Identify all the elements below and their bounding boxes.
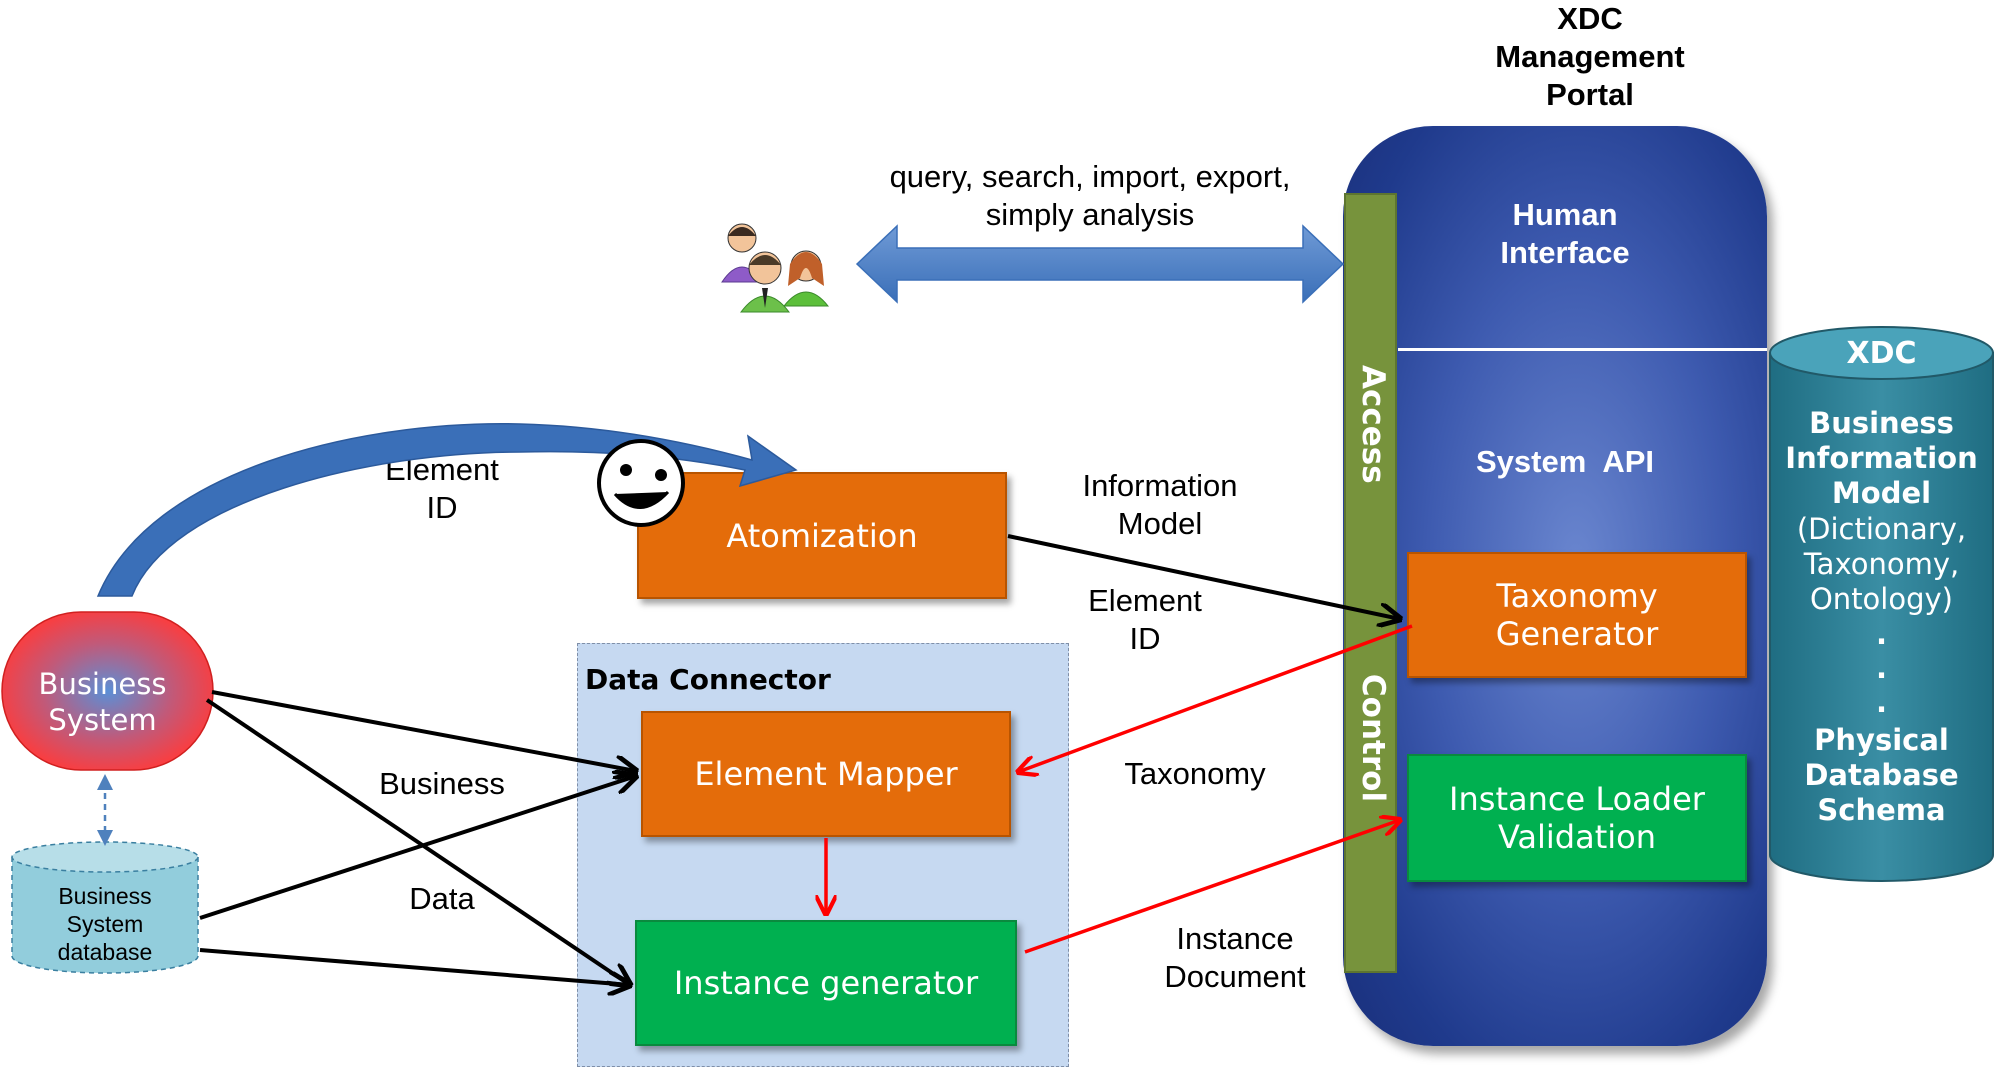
- instance-generator-box: Instance generator: [635, 920, 1017, 1046]
- data-connector-title: Data Connector: [585, 663, 831, 696]
- instance-document-label: Instance Document: [1164, 921, 1306, 994]
- db-to-mapper-arrow: [199, 776, 636, 920]
- xdc-store-model-detail: (Dictionary, Taxonomy, Ontology): [1796, 512, 1967, 616]
- system-database-link-head-bottom: [97, 830, 113, 846]
- taxonomy-to-mapper-arrow: [1018, 624, 1413, 772]
- generator-to-loader-arrow: [1024, 820, 1400, 954]
- human-interface-label: Human Interface: [1500, 197, 1630, 270]
- element-mapper-box: Element Mapper: [641, 711, 1011, 837]
- xdc-database-cylinder: [1769, 326, 1994, 882]
- information-model-label: Information Model: [1082, 468, 1238, 541]
- system-to-mapper-arrow: [211, 690, 636, 771]
- system-database-link-head-top: [97, 774, 113, 790]
- business-system-database-label: Business System database: [57, 883, 153, 965]
- taxonomy-label: Taxonomy: [1124, 756, 1266, 791]
- xdc-store-dots: . . .: [1875, 617, 1888, 719]
- xdc-store-model: Business Information Model: [1785, 406, 1978, 510]
- atomization-box: Atomization: [637, 472, 1007, 599]
- business-label: Business: [379, 766, 505, 801]
- xdc-store-schema: Physical Database Schema: [1804, 723, 1959, 827]
- users-arrow-label: query, search, import, export, simply an…: [889, 159, 1291, 232]
- smiley-icon: [597, 439, 685, 527]
- portal-divider: [1398, 348, 1767, 351]
- portal-title: XDC Management Portal: [1495, 1, 1685, 112]
- access-control-bar: [1344, 193, 1397, 973]
- data-label: Data: [409, 881, 475, 916]
- users-portal-double-arrow: [855, 224, 1345, 304]
- business-system-label: Business System: [38, 667, 167, 737]
- xdc-store-title: XDC: [1846, 336, 1917, 371]
- db-to-generator-arrow: [199, 948, 630, 985]
- taxonomy-generator-box: Taxonomy Generator: [1407, 552, 1747, 678]
- system-to-generator-arrow: [205, 698, 630, 985]
- element-id-label-top: Element ID: [385, 452, 499, 525]
- users-group-icon: [721, 223, 830, 313]
- system-api-label: System API: [1475, 444, 1655, 479]
- element-id-label-right: Element ID: [1088, 583, 1202, 656]
- instance-loader-validation-box: Instance Loader Validation: [1407, 754, 1747, 882]
- element-id-curved-arrow: [96, 423, 798, 597]
- atomization-to-taxonomy-arrow: [1007, 534, 1400, 619]
